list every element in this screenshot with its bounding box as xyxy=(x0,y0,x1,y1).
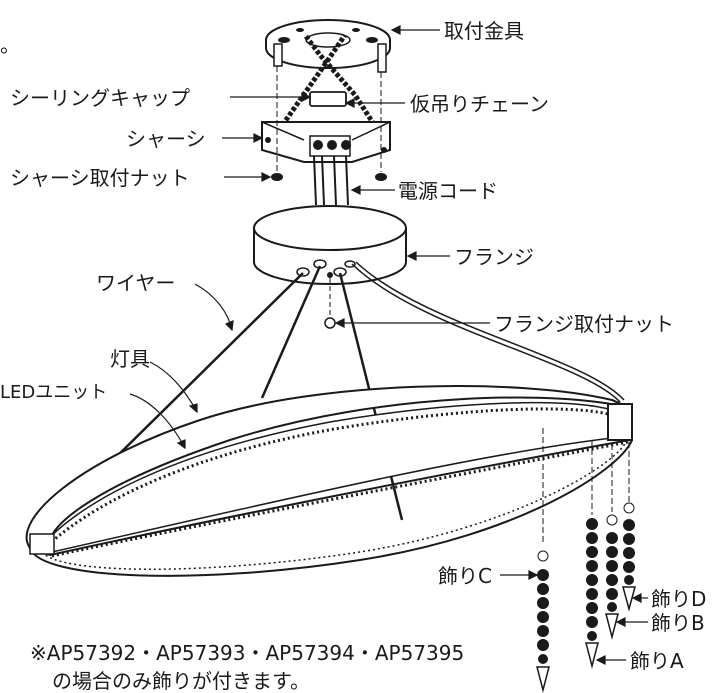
top-left-mark: 。 xyxy=(0,33,20,57)
ornament-a-beads xyxy=(585,518,599,669)
label-flange-nut: フランジ取付ナット xyxy=(494,312,674,336)
chassis xyxy=(261,121,391,163)
flange-nut xyxy=(324,278,336,329)
mounting-bracket xyxy=(265,19,391,73)
ceiling-cap xyxy=(309,91,347,107)
power-cord xyxy=(313,155,349,206)
label-chassis-nut: シャーシ取付ナット xyxy=(10,166,190,190)
ornament-d-beads xyxy=(622,502,636,612)
ornaments xyxy=(536,428,636,693)
temporary-chain xyxy=(269,33,387,142)
label-led-unit: LEDユニット xyxy=(0,382,107,403)
label-flange: フランジ xyxy=(454,245,534,269)
label-chassis: シャーシ xyxy=(126,127,206,151)
label-ornament-b: 飾りB xyxy=(651,611,705,635)
chassis-nuts xyxy=(271,66,387,181)
label-ornament-c: 飾りC xyxy=(438,564,492,588)
label-mounting-bracket: 取付金具 xyxy=(444,19,524,43)
note-line-2: の場合のみ飾りが付きます。 xyxy=(52,669,310,693)
label-fixture: 灯具 xyxy=(110,347,150,371)
leader-lines xyxy=(129,25,648,665)
note-line-1: ※AP57392・AP57393・AP57394・AP57395 xyxy=(30,641,464,665)
label-power-cord: 電源コード xyxy=(398,179,498,203)
label-ceiling-cap: シーリングキャップ xyxy=(10,86,190,110)
ring-fixture xyxy=(25,385,633,577)
label-ornament-d: 飾りD xyxy=(651,587,706,611)
label-ornament-a: 飾りA xyxy=(630,649,684,673)
label-wire: ワイヤー xyxy=(96,271,175,295)
label-temp-chain: 仮吊りチェーン xyxy=(410,92,549,116)
ornament-b-beads xyxy=(605,514,619,640)
flange xyxy=(253,205,407,285)
ornament-c-beads xyxy=(536,550,550,693)
